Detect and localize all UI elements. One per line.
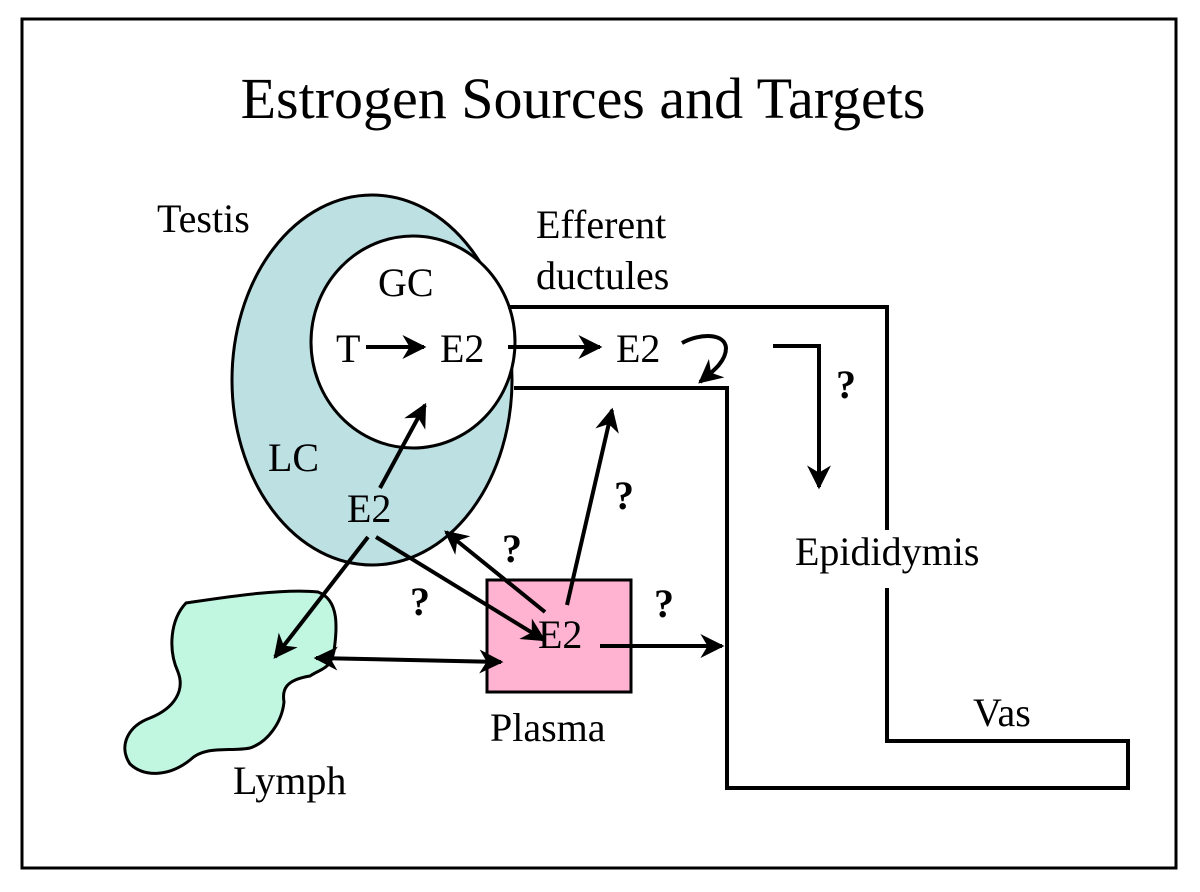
arrow-lc-to-gc: [378, 402, 427, 489]
slide-border: [20, 17, 1178, 870]
duct-outline-upper: [508, 305, 1130, 790]
e2-plasma-label: E2: [538, 612, 582, 657]
gc-label: GC: [378, 260, 434, 305]
efferent-label-line1: Efferent: [536, 202, 666, 247]
arrow-lc-to-lymph: [273, 535, 370, 659]
lc-label: LC: [268, 435, 319, 480]
e2-lc-label: E2: [347, 486, 391, 531]
question-mark-lc-plasma: ?: [410, 579, 430, 624]
arrow-plasma-to-testis: [444, 530, 547, 614]
arrow-plasma-to-duct: [565, 407, 619, 606]
question-mark-duct: ?: [614, 473, 634, 518]
plasma-box: [485, 578, 633, 694]
arrow-duct-to-epididymis: [773, 344, 831, 490]
e2-duct-label: E2: [616, 326, 660, 371]
question-mark-epididymis: ?: [836, 362, 856, 407]
arrow-lymph-plasma: [313, 646, 504, 674]
e2-gc-label: E2: [440, 326, 484, 371]
page-title: Estrogen Sources and Targets: [241, 66, 926, 131]
plasma-label: Plasma: [490, 705, 606, 750]
question-mark-plasma-right: ?: [654, 581, 674, 626]
efferent-label-line2: ductules: [536, 253, 669, 298]
epididymis-label: Epididymis: [795, 529, 979, 574]
arrow-e2-to-duct-wall: [681, 334, 729, 384]
t-label: T: [336, 326, 360, 371]
arrow-lc-to-plasma: [374, 535, 547, 642]
testis-label: Testis: [157, 196, 250, 241]
vas-label: Vas: [973, 690, 1031, 735]
epididymis-label-gap: [783, 530, 1033, 588]
question-mark-testis: ?: [502, 526, 522, 571]
lymph-label: Lymph: [233, 758, 346, 803]
